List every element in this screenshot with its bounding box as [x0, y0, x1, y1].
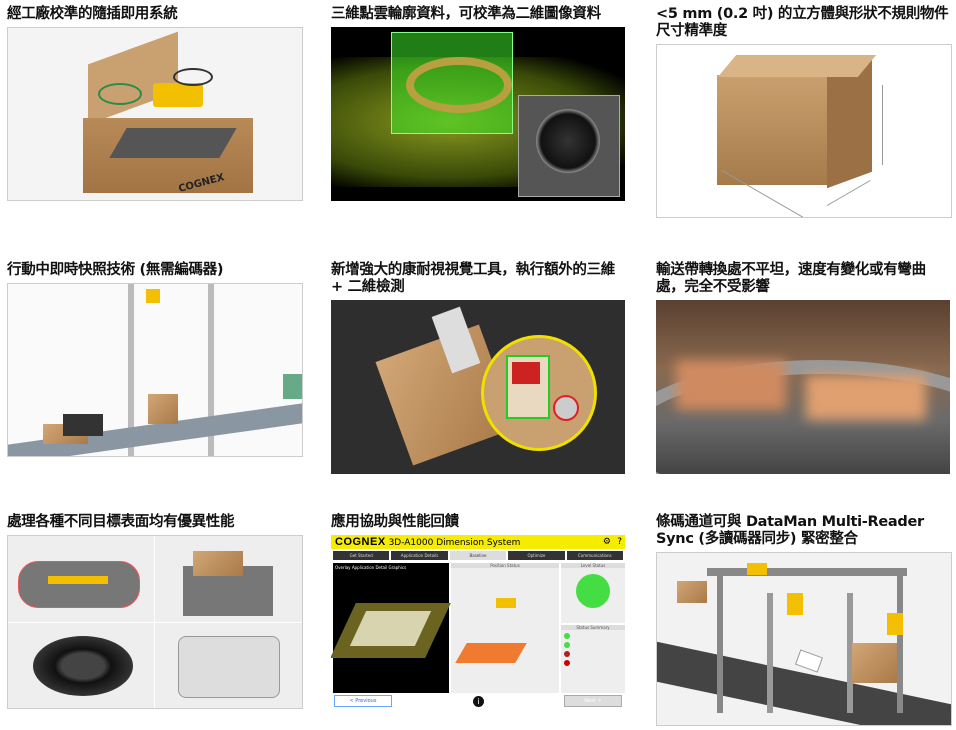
panel-title: Level Status: [561, 563, 625, 568]
info-icon[interactable]: i: [473, 696, 484, 707]
feature-card: 新增強大的康耐視視覺工具，執行額外的三維 + 二維檢測: [331, 262, 627, 474]
overlay-label: Overlay Application Detail Graphics: [335, 565, 407, 570]
feature-image: COGNEX: [7, 27, 303, 201]
help-icon: ?: [617, 537, 622, 547]
feature-title: 新增強大的康耐視視覺工具，執行額外的三維 + 二維檢測: [331, 262, 615, 295]
step-tab: Baseline: [449, 551, 507, 560]
panel-title: Position Status: [451, 563, 559, 568]
feature-title: 應用協助與性能回饋: [331, 514, 459, 530]
feature-card: 行動中即時快照技術 (無需編碼器): [7, 262, 303, 457]
feature-card: 條碼通道可與 DataMan Multi-Reader Sync (多讀碼器同步…: [656, 514, 952, 726]
feature-title: 經工廠校準的隨插即用系統: [7, 6, 178, 22]
feature-image: [656, 300, 950, 474]
gear-icon: ⚙: [602, 537, 611, 547]
feature-image: [656, 44, 952, 218]
step-tabs: Get Started Application Details Baseline…: [333, 551, 624, 560]
feature-card: 經工廠校準的隨插即用系統 COGNEX: [7, 6, 303, 201]
next-button[interactable]: Next >: [564, 695, 622, 707]
feature-image: [331, 300, 625, 474]
app-header: COGNEX 3D-A1000 Dimension System ⚙?: [331, 535, 625, 549]
step-tab: Application Details: [391, 551, 448, 560]
feature-title: 行動中即時快照技術 (無需編碼器): [7, 262, 224, 278]
feature-image: [7, 535, 303, 709]
feature-image: [331, 27, 625, 201]
feature-card: 輸送帶轉換處不平坦，速度有變化或有彎曲處，完全不受影響: [656, 262, 952, 474]
app-screenshot: COGNEX 3D-A1000 Dimension System ⚙? Get …: [331, 535, 625, 709]
feature-title: <5 mm (0.2 吋) 的立方體與形狀不規則物件尺寸精準度: [656, 6, 949, 39]
feature-image: [656, 552, 952, 726]
3d-view: Overlay Application Detail Graphics: [331, 563, 451, 693]
panel-title: Status Summary: [561, 625, 625, 630]
feature-image: [7, 283, 303, 457]
feature-title: 三維點雲輪廓資料，可校準為二維圖像資料: [331, 6, 601, 22]
feature-title: 輸送帶轉換處不平坦，速度有變化或有彎曲處，完全不受影響: [656, 262, 926, 295]
step-tab: Communications: [566, 551, 624, 560]
feature-title: 處理各種不同目標表面均有優異性能: [7, 514, 235, 530]
step-tab: Get Started: [333, 551, 390, 560]
feature-card: 處理各種不同目標表面均有優異性能: [7, 514, 303, 709]
feature-title: 條碼通道可與 DataMan Multi-Reader Sync (多讀碼器同步…: [656, 514, 924, 547]
feature-card: 應用協助與性能回饋 COGNEX 3D-A1000 Dimension Syst…: [331, 514, 627, 709]
feature-card: <5 mm (0.2 吋) 的立方體與形狀不規則物件尺寸精準度: [656, 6, 952, 218]
app-name: 3D-A1000 Dimension System: [388, 538, 521, 548]
feature-card: 三維點雲輪廓資料，可校準為二維圖像資料: [331, 6, 627, 201]
app-brand: COGNEX: [335, 536, 386, 548]
previous-button[interactable]: < Previous: [334, 695, 392, 707]
step-tab: Optimize: [508, 551, 565, 560]
